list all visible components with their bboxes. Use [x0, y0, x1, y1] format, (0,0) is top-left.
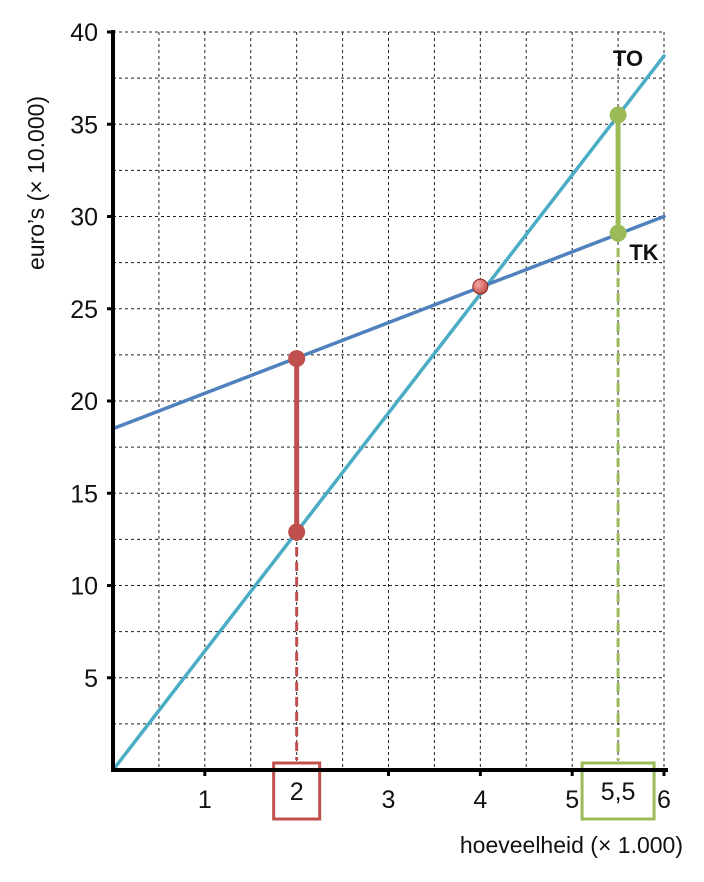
- grid: [113, 31, 665, 770]
- marker-label: 2: [290, 778, 304, 806]
- intersection-point: [472, 278, 489, 295]
- x-tick-label: 5: [565, 786, 579, 814]
- y-tick-label: 30: [70, 204, 98, 232]
- marker-point-bottom: [288, 523, 306, 541]
- axis-ticks: 5 10 15 20 25 30 35 40 1 2 3 4 5 6: [70, 19, 671, 814]
- y-tick-label: 35: [70, 111, 98, 139]
- marker-label-box: [580, 761, 656, 821]
- marker-label: 5,5: [601, 778, 636, 806]
- x-tick-label: 4: [473, 786, 487, 814]
- x-axis-label: hoeveelheid (× 1.000): [460, 832, 683, 858]
- series-label-tk: TK: [629, 240, 658, 265]
- x-tick-label: 1: [198, 786, 212, 814]
- y-tick-label: 15: [70, 480, 98, 508]
- marker-point-top: [288, 350, 306, 368]
- series-line-to: [111, 54, 666, 772]
- y-axis-label: euro’s (× 10.000): [23, 96, 49, 270]
- marker-point-top: [609, 106, 627, 124]
- labels: hoeveelheid (× 1.000) euro’s (× 10.000) …: [23, 46, 683, 858]
- axes: [111, 30, 668, 772]
- series-label-to: TO: [613, 46, 643, 71]
- marker-label-box: [272, 761, 322, 821]
- marker-point-bottom: [609, 224, 627, 242]
- y-tick-label: 20: [70, 388, 98, 416]
- series-lines: [111, 54, 666, 772]
- y-tick-label: 5: [84, 665, 98, 693]
- series-line-tk: [111, 214, 666, 431]
- y-tick-label: 25: [70, 296, 98, 324]
- x-tick-label: 3: [382, 786, 396, 814]
- y-tick-label: 10: [70, 573, 98, 601]
- y-tick-label: 40: [70, 19, 98, 47]
- x-tick-label: 6: [657, 786, 671, 814]
